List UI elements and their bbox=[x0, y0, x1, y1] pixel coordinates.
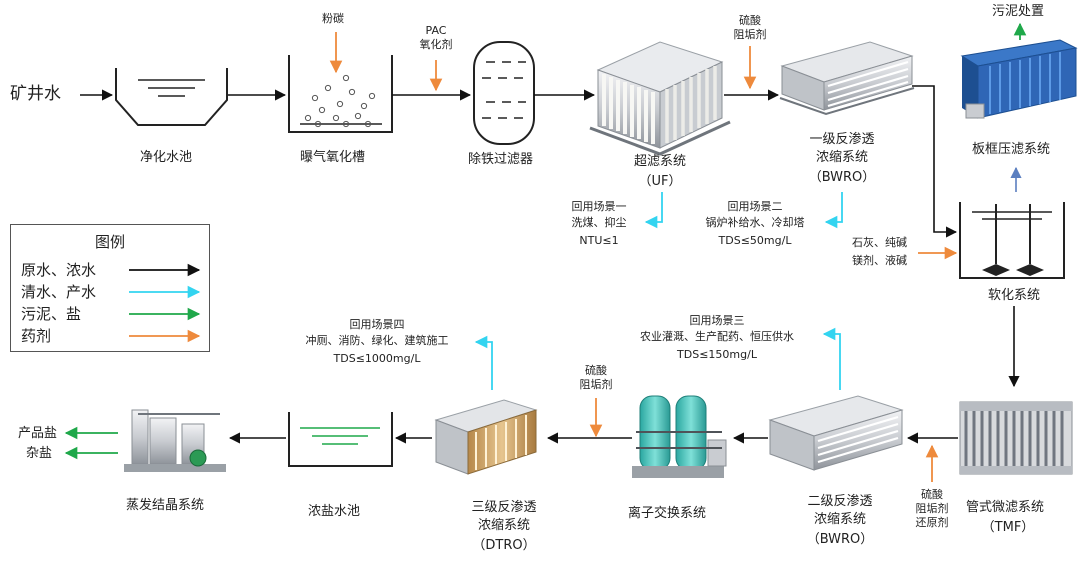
dtro-label-line2: 浓缩系统 bbox=[477, 518, 530, 533]
sludge-salt-arrows bbox=[64, 22, 1027, 460]
product-salt-label: 产品盐 bbox=[18, 426, 58, 441]
uf-label: 超滤系统 bbox=[633, 154, 686, 169]
source-label: 矿井水 bbox=[10, 84, 61, 104]
bwro2-label-line1: 二级反渗透 bbox=[807, 494, 873, 509]
reuse4-use: 冲厕、消防、绿化、建筑施工 bbox=[305, 334, 449, 347]
softening-label: 软化系统 bbox=[988, 288, 1041, 303]
clarifier-tank bbox=[115, 68, 228, 126]
dtro-label-line1: 三级反渗透 bbox=[471, 500, 537, 515]
clean-water-arrows bbox=[474, 192, 843, 390]
dosing-pac: PAC bbox=[425, 24, 447, 37]
clarifier-label: 净化水池 bbox=[140, 150, 193, 165]
reuse3-title: 回用场景三 bbox=[689, 314, 745, 327]
dosing-ix-acid: 硫酸 bbox=[585, 364, 607, 377]
reuse2-spec: TDS≤50mg/L bbox=[718, 234, 792, 247]
legend-item-sludge: 污泥、盐 bbox=[21, 305, 82, 323]
reuse4-spec: TDS≤1000mg/L bbox=[333, 352, 421, 365]
bwro2-label-line2: 浓缩系统 bbox=[813, 512, 866, 527]
bwro1-label-line1: 一级反渗透 bbox=[809, 132, 875, 147]
uf-system-image bbox=[589, 41, 731, 156]
brine-pool-tank bbox=[288, 412, 393, 467]
bwro2-abbr: （BWRO） bbox=[806, 532, 874, 547]
bwro1-abbr: （BWRO） bbox=[808, 170, 876, 185]
tmf-image bbox=[959, 401, 1073, 475]
legend-item-clean: 清水、产水 bbox=[21, 283, 97, 301]
dtro-image bbox=[434, 399, 538, 475]
aeration-label: 曝气氧化槽 bbox=[300, 150, 366, 165]
filter-press-image bbox=[960, 39, 1078, 119]
reuse1-title: 回用场景一 bbox=[571, 200, 627, 213]
legend-title: 图例 bbox=[94, 233, 125, 251]
bwro2-image bbox=[768, 395, 904, 471]
legend: 图例 原水、浓水 清水、产水 污泥、盐 药剂 bbox=[10, 224, 210, 352]
evaporation-label: 蒸发结晶系统 bbox=[126, 498, 205, 513]
reuse2-use: 锅炉补给水、冷却塔 bbox=[705, 216, 805, 229]
reuse4-title: 回用场景四 bbox=[349, 318, 405, 331]
ion-exchange-label: 离子交换系统 bbox=[628, 506, 707, 521]
reuse1-use: 洗煤、抑尘 bbox=[571, 216, 627, 229]
reuse3-spec: TDS≤150mg/L bbox=[677, 348, 757, 361]
dosing-tmf-antiscalant: 阻垢剂 bbox=[915, 502, 949, 515]
aeration-tank bbox=[288, 55, 393, 133]
dosing-oxidant: 氧化剂 bbox=[419, 38, 453, 51]
dosing-ro1-antiscalant: 阻垢剂 bbox=[733, 28, 767, 41]
dosing-powder-carbon: 粉碳 bbox=[322, 12, 344, 25]
iron-filter-label: 除铁过滤器 bbox=[468, 152, 534, 167]
chemical-dosing-arrows bbox=[329, 32, 958, 482]
uf-abbr: （UF） bbox=[638, 174, 682, 189]
raw-flow-arrows bbox=[80, 85, 1020, 444]
sludge-disposal-label: 污泥处置 bbox=[992, 4, 1045, 19]
reuse1-spec: NTU≤1 bbox=[579, 234, 619, 247]
tmf-label: 管式微滤系统 bbox=[966, 500, 1045, 515]
iron-filter-vessel bbox=[473, 41, 535, 145]
dtro-abbr: （DTRO） bbox=[472, 538, 536, 553]
legend-item-raw: 原水、浓水 bbox=[21, 261, 97, 279]
dosing-ro1-acid: 硫酸 bbox=[739, 14, 761, 27]
bwro1-label-line2: 浓缩系统 bbox=[815, 150, 868, 165]
tmf-abbr: （TMF） bbox=[981, 520, 1035, 535]
dosing-ix-antiscalant: 阻垢剂 bbox=[579, 378, 613, 391]
dosing-soft-line2: 镁剂、液碱 bbox=[852, 254, 907, 267]
legend-swatches bbox=[129, 263, 201, 343]
mixed-salt-label: 杂盐 bbox=[26, 446, 53, 461]
bwro1-image bbox=[779, 41, 915, 116]
dosing-tmf-acid: 硫酸 bbox=[921, 488, 943, 501]
legend-item-chem: 药剂 bbox=[21, 327, 52, 345]
reuse2-title: 回用场景二 bbox=[727, 200, 783, 213]
dosing-soft-line1: 石灰、纯碱 bbox=[852, 236, 907, 249]
brine-pool-label: 浓盐水池 bbox=[308, 504, 361, 519]
softening-tank bbox=[959, 202, 1065, 279]
reuse3-use: 农业灌溉、生产配药、恒压供水 bbox=[640, 330, 794, 343]
ion-exchange-image bbox=[632, 395, 727, 478]
evaporation-image bbox=[124, 409, 226, 472]
filter-press-label: 板框压滤系统 bbox=[972, 142, 1051, 157]
dosing-tmf-reductant: 还原剂 bbox=[915, 516, 949, 529]
